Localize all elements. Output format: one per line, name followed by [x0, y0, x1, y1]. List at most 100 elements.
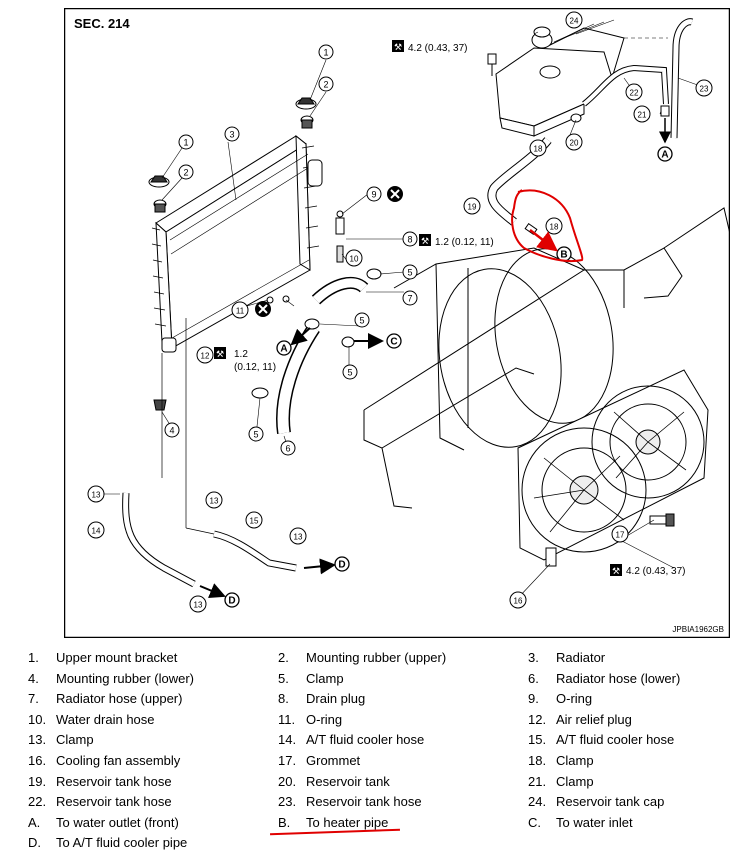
legend-label: Water drain hose — [56, 711, 155, 727]
section-label: SEC. 214 — [74, 16, 130, 31]
legend-number: 13. — [28, 732, 47, 748]
svg-text:13: 13 — [294, 533, 303, 542]
red-annotation-circle — [511, 189, 584, 262]
legend-label: Cooling fan assembly — [56, 753, 181, 768]
svg-text:14: 14 — [92, 527, 101, 536]
svg-text:18: 18 — [534, 145, 543, 154]
legend-number: 15. — [528, 732, 547, 748]
radiator-hose-lower — [277, 324, 319, 434]
legend-number: 9. — [528, 691, 539, 707]
callout-13: 13 — [189, 595, 207, 613]
legend-label: Mounting rubber (lower) — [56, 670, 195, 686]
callout-23: 23 — [695, 79, 713, 97]
svg-text:10: 10 — [350, 255, 359, 264]
arrow-to-d-right — [303, 558, 336, 575]
callout-24: 24 — [565, 11, 583, 29]
callout-13: 13 — [289, 527, 307, 545]
mounting-rubber-upper-left — [153, 199, 167, 213]
legend-number: 12. — [528, 711, 547, 727]
legend-number: 3. — [528, 650, 539, 665]
legend-number: D. — [28, 835, 41, 851]
legend-number: 1. — [28, 650, 39, 665]
mounting-rubber-upper-right — [300, 115, 314, 129]
callout-19: 19 — [463, 197, 481, 215]
legend-label: Reservoir tank — [306, 773, 390, 789]
svg-text:13: 13 — [194, 601, 203, 610]
torque-air-relief-value: 1.2 — [234, 349, 248, 360]
legend-label: Clamp — [556, 773, 594, 789]
drain-plug-assembly — [266, 210, 345, 304]
legend-label: Reservoir tank hose — [306, 794, 422, 810]
svg-text:17: 17 — [616, 531, 625, 540]
callout-5: 5 — [248, 426, 264, 442]
legend-label: A/T fluid cooler hose — [556, 732, 675, 748]
legend-number: 21. — [528, 773, 547, 789]
no-reuse-icon — [255, 301, 271, 317]
svg-text:D: D — [228, 596, 235, 607]
legend-label: Reservoir tank cap — [556, 794, 665, 810]
fan-bolt — [649, 513, 675, 527]
legend-label: Air relief plug — [556, 711, 632, 727]
svg-text:6: 6 — [285, 444, 290, 454]
svg-text:⚒: ⚒ — [394, 42, 402, 52]
marker-c: C — [386, 333, 402, 349]
legend-label: To A/T fluid cooler pipe — [56, 835, 188, 851]
svg-text:16: 16 — [514, 597, 523, 606]
callout-13: 13 — [87, 485, 105, 503]
callout-16: 16 — [509, 591, 527, 609]
callout-17: 17 — [611, 525, 629, 543]
legend-label: Clamp — [56, 732, 94, 748]
legend-label: Reservoir tank hose — [56, 773, 172, 789]
svg-text:5: 5 — [347, 368, 352, 378]
legend-label: Radiator hose (lower) — [556, 670, 681, 686]
reservoir-tank-cap — [531, 26, 553, 49]
svg-text:24: 24 — [570, 17, 579, 26]
reservoir-tank-hose-22 — [582, 65, 668, 106]
callout-2: 2 — [318, 76, 334, 92]
arrow-to-d-left — [199, 583, 226, 598]
legend-number: 17. — [278, 753, 297, 768]
callout-9: 9 — [366, 186, 382, 202]
legend-label: Radiator hose (upper) — [56, 691, 183, 707]
torque-wrench-icon — [419, 234, 431, 246]
callout-18: 18 — [545, 217, 563, 235]
cap-bolt — [487, 53, 497, 76]
svg-text:3: 3 — [229, 130, 234, 140]
torque-drain-text: 1.2 (0.12, 11) — [435, 237, 494, 248]
figure-id: JPBIA1962GB — [672, 625, 724, 634]
at-fluid-cooler-hose-15 — [213, 531, 297, 571]
callout-13: 13 — [205, 491, 223, 509]
legend-number: 4. — [28, 670, 39, 686]
callout-15: 15 — [245, 511, 263, 529]
torque-label-fan: ⚒ 4.2 (0.43, 37) — [610, 564, 685, 577]
legend-number: 24. — [528, 794, 547, 810]
legend-label: Grommet — [306, 753, 361, 768]
svg-text:12: 12 — [201, 352, 210, 361]
upper-mount-bracket-right — [295, 97, 317, 110]
marker-d: D — [224, 592, 240, 608]
legend-number: 10. — [28, 711, 47, 727]
svg-text:19: 19 — [468, 203, 477, 212]
marker-d: D — [334, 556, 350, 572]
svg-text:20: 20 — [570, 139, 579, 148]
callout-8: 8 — [402, 231, 418, 247]
clamp-21-right — [660, 105, 670, 117]
svg-text:2: 2 — [323, 80, 328, 90]
legend-number: 7. — [28, 691, 39, 707]
svg-text:B: B — [560, 250, 567, 261]
svg-text:⚒: ⚒ — [612, 566, 620, 576]
legend-number: 22. — [28, 794, 47, 810]
callout-5: 5 — [354, 312, 370, 328]
callout-4: 4 — [164, 422, 180, 438]
svg-text:D: D — [338, 560, 345, 571]
callout-12: 12 — [196, 346, 214, 364]
radiator — [151, 134, 323, 353]
svg-text:9: 9 — [371, 190, 376, 200]
marker-b: B — [556, 246, 572, 262]
legend-number: 19. — [28, 773, 47, 789]
torque-fan-text: 4.2 (0.43, 37) — [626, 566, 685, 577]
red-annotation-arrow — [529, 229, 558, 252]
parts-diagram: SEC. 214 JPBIA1962GB — [64, 8, 730, 638]
svg-text:13: 13 — [210, 497, 219, 506]
legend-label: Clamp — [306, 670, 344, 686]
